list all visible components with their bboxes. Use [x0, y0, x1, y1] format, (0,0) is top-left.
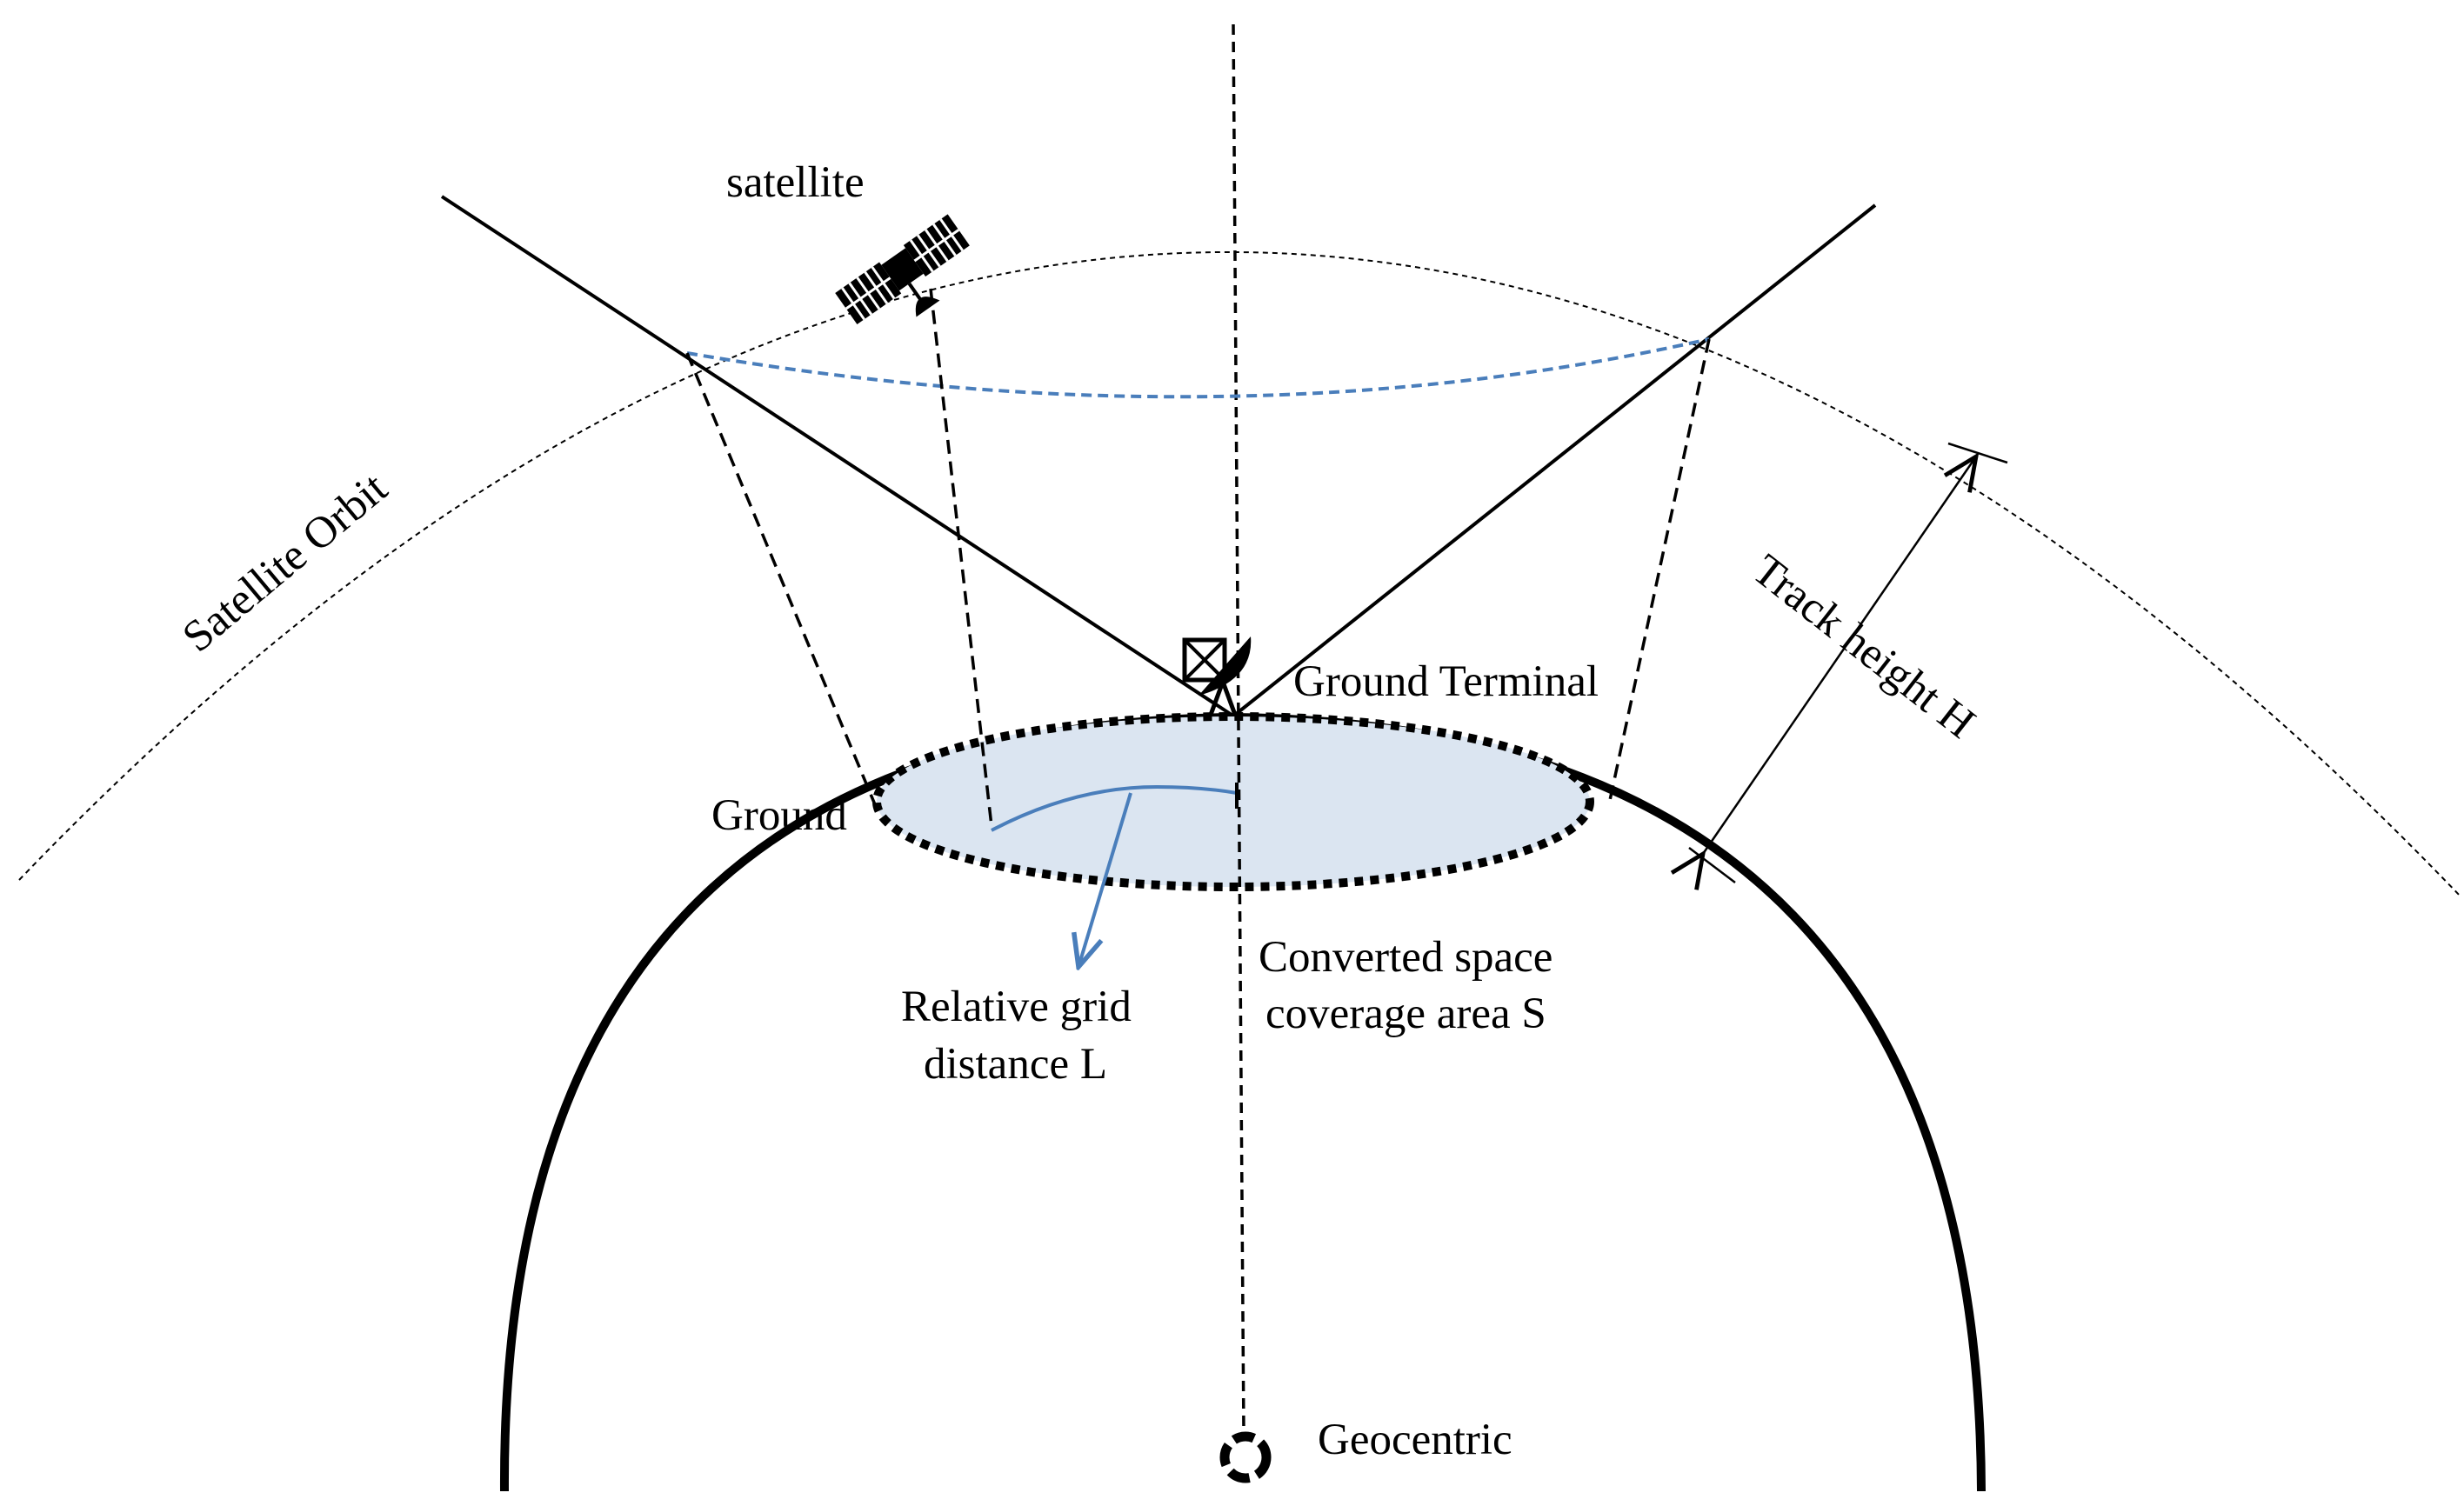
projection-right-line [1607, 338, 1711, 805]
track-height-label: Track height H [1744, 545, 1984, 748]
satellite-label: satellite [726, 158, 865, 207]
projection-left-line [685, 352, 880, 814]
cone-right-line [1233, 203, 1877, 716]
central-axis-line [1232, 23, 1245, 1436]
satellite-orbit-label: Satellite Orbit [174, 463, 397, 662]
satellite-nadir-line [929, 288, 993, 827]
satellite-icon [835, 214, 970, 325]
cone-left-line [440, 195, 1233, 716]
converted-area-label-line2: coverage area S [1265, 990, 1546, 1038]
track-height-arrow [1703, 456, 1976, 854]
ground-label: Ground [711, 791, 847, 840]
geocenter-marker-icon [1219, 1431, 1272, 1483]
relative-grid-pointer-arrow [1078, 792, 1132, 967]
geocentric-label: Geocentric [1318, 1416, 1512, 1464]
relative-grid-label-line1: Relative grid [901, 983, 1132, 1031]
relative-grid-bracket [991, 784, 1238, 832]
satellite-orbit-arc [18, 251, 2462, 898]
track-height-tick-top [1947, 442, 2008, 464]
coverage-area-ellipse [872, 712, 1594, 891]
satellite-dish-icon [1182, 636, 1252, 716]
track-height-tick-bottom [1688, 847, 1736, 883]
ground-terminal-label: Ground Terminal [1293, 657, 1599, 706]
converted-area-label-line1: Converted space [1259, 933, 1553, 982]
orbit-coverage-chord [686, 337, 1710, 399]
relative-grid-label-line2: distance L [924, 1040, 1107, 1089]
